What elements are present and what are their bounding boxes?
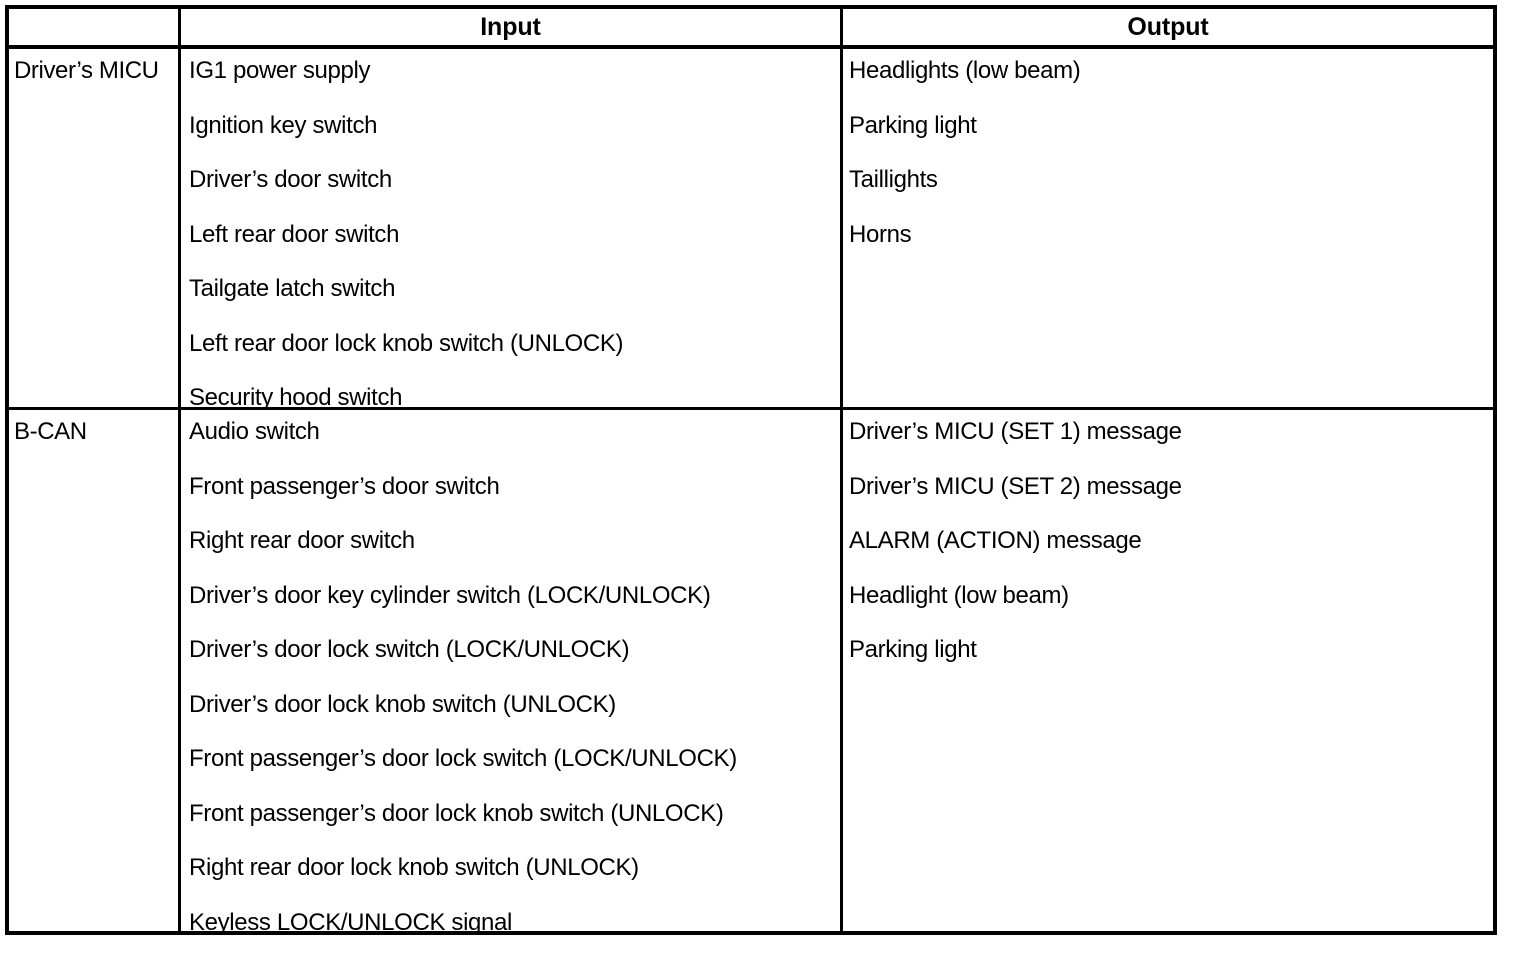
list-item: Front passenger’s door lock knob switch … — [189, 798, 840, 853]
input-cell: IG1 power supply Ignition key switch Dri… — [178, 49, 840, 407]
list-item: Right rear door switch — [189, 525, 840, 580]
input-list: IG1 power supply Ignition key switch Dri… — [189, 55, 840, 437]
category-cell: B-CAN — [9, 410, 178, 931]
list-item: IG1 power supply — [189, 55, 840, 110]
category-label: B-CAN — [14, 416, 178, 448]
header-cell-input: Input — [178, 9, 840, 45]
output-list: Driver’s MICU (SET 1) message Driver’s M… — [849, 416, 1493, 689]
table-row: Driver’s MICU IG1 power supply Ignition … — [9, 49, 1493, 410]
input-list: Audio switch Front passenger’s door swit… — [189, 416, 840, 961]
list-item: ALARM (ACTION) message — [849, 525, 1493, 580]
list-item: Parking light — [849, 110, 1493, 165]
list-item: Driver’s door switch — [189, 164, 840, 219]
header-cell-corner — [9, 9, 178, 45]
header-cell-output: Output — [840, 9, 1493, 45]
list-item: Left rear door switch — [189, 219, 840, 274]
output-cell: Driver’s MICU (SET 1) message Driver’s M… — [840, 410, 1493, 931]
list-item: Front passenger’s door lock switch (LOCK… — [189, 743, 840, 798]
list-item: Keyless LOCK/UNLOCK signal — [189, 907, 840, 961]
category-cell: Driver’s MICU — [9, 49, 178, 407]
list-item: Taillights — [849, 164, 1493, 219]
list-item: Horns — [849, 219, 1493, 274]
list-item: Parking light — [849, 634, 1493, 689]
list-item: Headlights (low beam) — [849, 55, 1493, 110]
table-row: B-CAN Audio switch Front passenger’s doo… — [9, 410, 1493, 931]
output-list: Headlights (low beam) Parking light Tail… — [849, 55, 1493, 273]
list-item: Front passenger’s door switch — [189, 471, 840, 526]
list-item: Driver’s door lock switch (LOCK/UNLOCK) — [189, 634, 840, 689]
list-item: Right rear door lock knob switch (UNLOCK… — [189, 852, 840, 907]
list-item: Headlight (low beam) — [849, 580, 1493, 635]
list-item: Tailgate latch switch — [189, 273, 840, 328]
table-header-row: Input Output — [9, 9, 1493, 49]
list-item: Left rear door lock knob switch (UNLOCK) — [189, 328, 840, 383]
list-item: Audio switch — [189, 416, 840, 471]
category-label: Driver’s MICU — [14, 55, 178, 87]
list-item: Driver’s door lock knob switch (UNLOCK) — [189, 689, 840, 744]
list-item: Driver’s MICU (SET 2) message — [849, 471, 1493, 526]
list-item: Ignition key switch — [189, 110, 840, 165]
input-cell: Audio switch Front passenger’s door swit… — [178, 410, 840, 931]
input-output-table: Input Output Driver’s MICU IG1 power sup… — [5, 5, 1497, 935]
list-item: Driver’s MICU (SET 1) message — [849, 416, 1493, 471]
list-item: Driver’s door key cylinder switch (LOCK/… — [189, 580, 840, 635]
output-cell: Headlights (low beam) Parking light Tail… — [840, 49, 1493, 407]
